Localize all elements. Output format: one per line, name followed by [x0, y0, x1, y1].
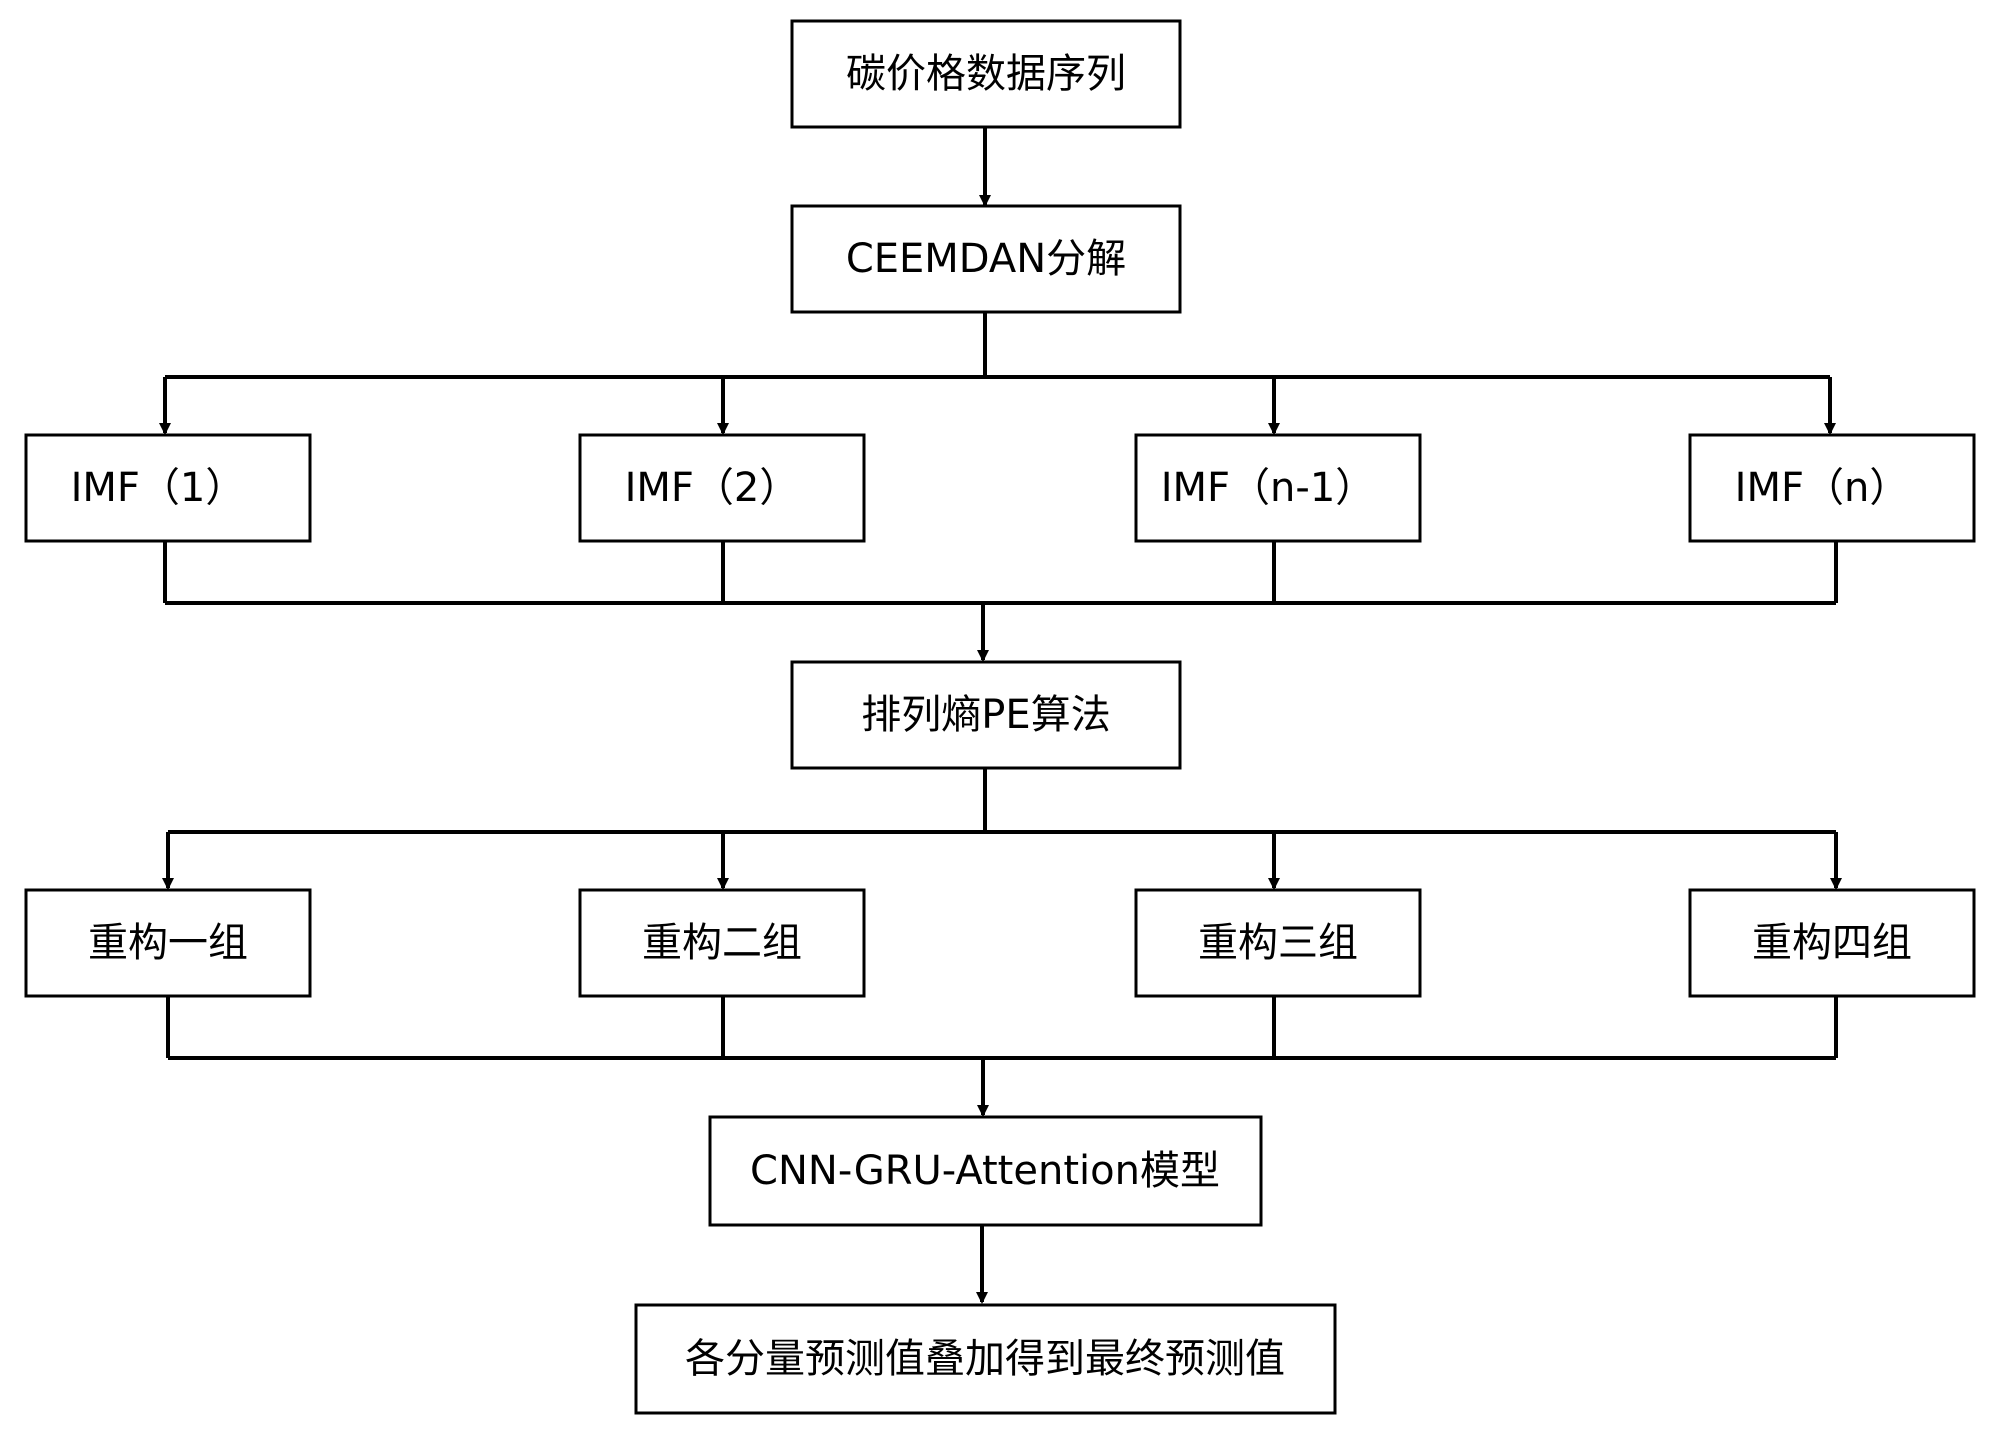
boxes [24, 19, 1976, 1415]
label-imf-n: IMF（n） [1735, 465, 1910, 511]
label-permutation-entropy: 排列熵PE算法 [861, 692, 1110, 738]
label-imf-2: IMF（2） [625, 465, 800, 511]
box-final-prediction [634, 1303, 1337, 1415]
box-cnn-gru-attention [708, 1115, 1263, 1227]
box-imf-n-1 [1134, 433, 1422, 543]
box-ceemdan [790, 204, 1182, 314]
box-imf-1 [24, 433, 312, 543]
labels: 碳价格数据序列 CEEMDAN分解 IMF（1） IMF（2） IMF（n-1）… [71, 51, 1912, 1382]
box-imf-2 [578, 433, 866, 543]
label-recon-group-4: 重构四组 [1752, 920, 1912, 966]
box-permutation-entropy [790, 660, 1182, 770]
box-recon-group-4 [1688, 888, 1976, 998]
label-recon-group-3: 重构三组 [1198, 920, 1358, 966]
connectors [159, 127, 1842, 1304]
label-final-prediction: 各分量预测值叠加得到最终预测值 [685, 1336, 1285, 1382]
label-cnn-gru-attention: CNN-GRU-Attention模型 [750, 1148, 1220, 1194]
label-carbon-price-series: 碳价格数据序列 [846, 51, 1126, 97]
box-recon-group-3 [1134, 888, 1422, 998]
label-recon-group-1: 重构一组 [88, 920, 248, 966]
box-imf-n [1688, 433, 1976, 543]
label-ceemdan: CEEMDAN分解 [846, 236, 1126, 282]
label-imf-n-1: IMF（n-1） [1161, 465, 1376, 511]
box-carbon-price-series [790, 19, 1182, 129]
label-recon-group-2: 重构二组 [642, 920, 802, 966]
box-recon-group-1 [24, 888, 312, 998]
box-recon-group-2 [578, 888, 866, 998]
label-imf-1: IMF（1） [71, 465, 246, 511]
